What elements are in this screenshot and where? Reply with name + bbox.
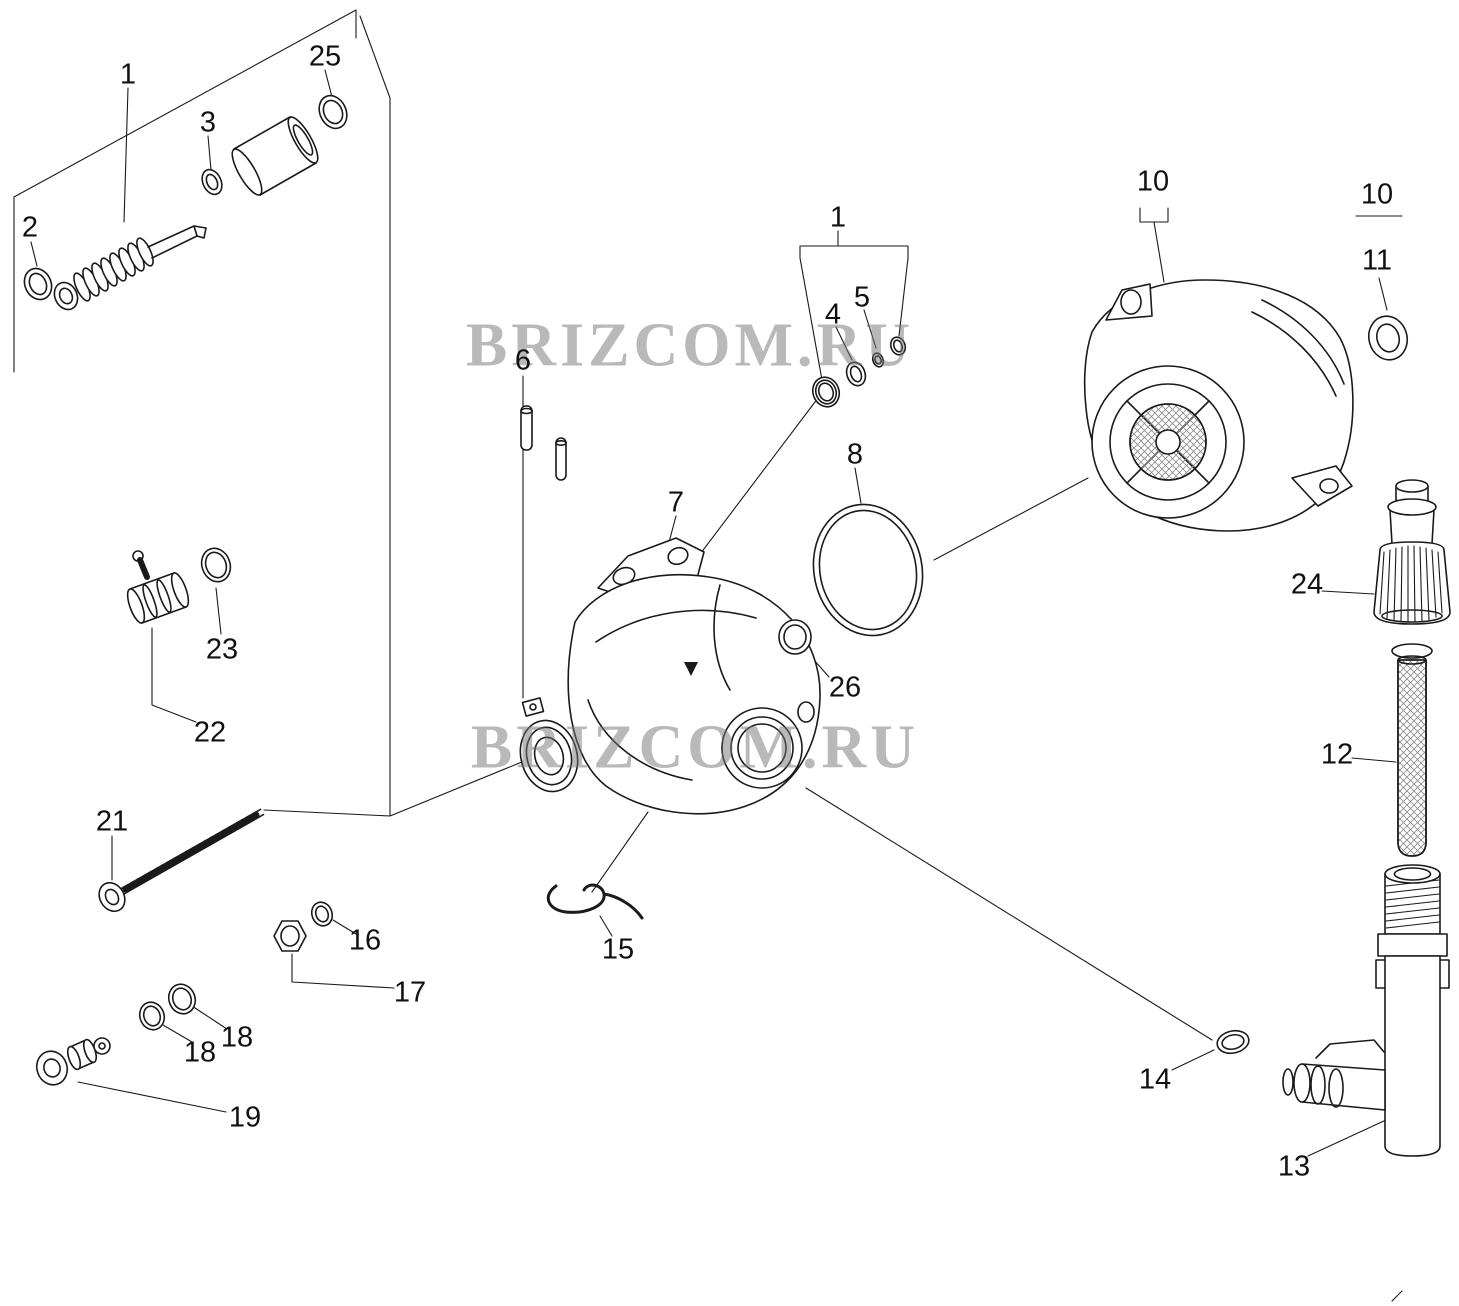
part-hose-connector xyxy=(1373,479,1451,625)
part-screw-21 xyxy=(98,808,265,913)
part-clip-15 xyxy=(546,883,644,920)
part-callout-5: 5 xyxy=(853,281,871,314)
part-callout-18b: 18 xyxy=(220,1021,254,1054)
part-piston-assembly xyxy=(23,94,348,311)
part-callout-10b: 10 xyxy=(1360,178,1394,211)
part-callout-19: 19 xyxy=(228,1101,262,1134)
part-callout-26: 26 xyxy=(828,671,862,704)
part-callout-1b: 1 xyxy=(829,201,847,234)
part-orings-18 xyxy=(138,983,197,1031)
part-callout-2: 2 xyxy=(21,211,39,244)
part-callout-8: 8 xyxy=(846,438,864,471)
part-callout-11: 11 xyxy=(1361,244,1393,277)
part-seals-4-5 xyxy=(811,336,907,408)
part-callout-22: 22 xyxy=(193,716,227,749)
part-callout-21: 21 xyxy=(95,805,129,838)
part-callout-16: 16 xyxy=(348,924,382,957)
part-inlet-tube xyxy=(1282,864,1450,1157)
part-callout-17: 17 xyxy=(393,976,427,1009)
part-oring-14 xyxy=(1216,1029,1250,1055)
part-valve-22 xyxy=(126,547,232,624)
part-callout-13: 13 xyxy=(1277,1150,1311,1183)
part-pump-housing xyxy=(519,537,821,815)
part-seal-11 xyxy=(1367,315,1409,361)
part-callout-7: 7 xyxy=(667,486,685,519)
part-callout-6: 6 xyxy=(514,344,532,377)
part-callout-10: 10 xyxy=(1136,165,1170,198)
part-valve-19 xyxy=(35,1037,111,1086)
part-callout-25: 25 xyxy=(308,40,342,73)
part-callout-24: 24 xyxy=(1290,568,1324,601)
part-callout-14: 14 xyxy=(1138,1063,1172,1096)
part-callout-12: 12 xyxy=(1320,738,1354,771)
part-callout-15: 15 xyxy=(601,933,635,966)
part-callout-4: 4 xyxy=(824,298,842,331)
part-callout-1: 1 xyxy=(119,58,137,91)
part-callout-23: 23 xyxy=(205,633,239,666)
part-nut-17 xyxy=(273,901,334,952)
part-filter xyxy=(1391,643,1433,857)
part-callout-3: 3 xyxy=(199,106,217,139)
part-cylinder-head xyxy=(1083,279,1354,532)
part-pins-6 xyxy=(520,405,567,481)
part-callout-18: 18 xyxy=(183,1036,217,1069)
part-oring-26 xyxy=(778,619,812,655)
part-oring-8 xyxy=(812,503,924,637)
